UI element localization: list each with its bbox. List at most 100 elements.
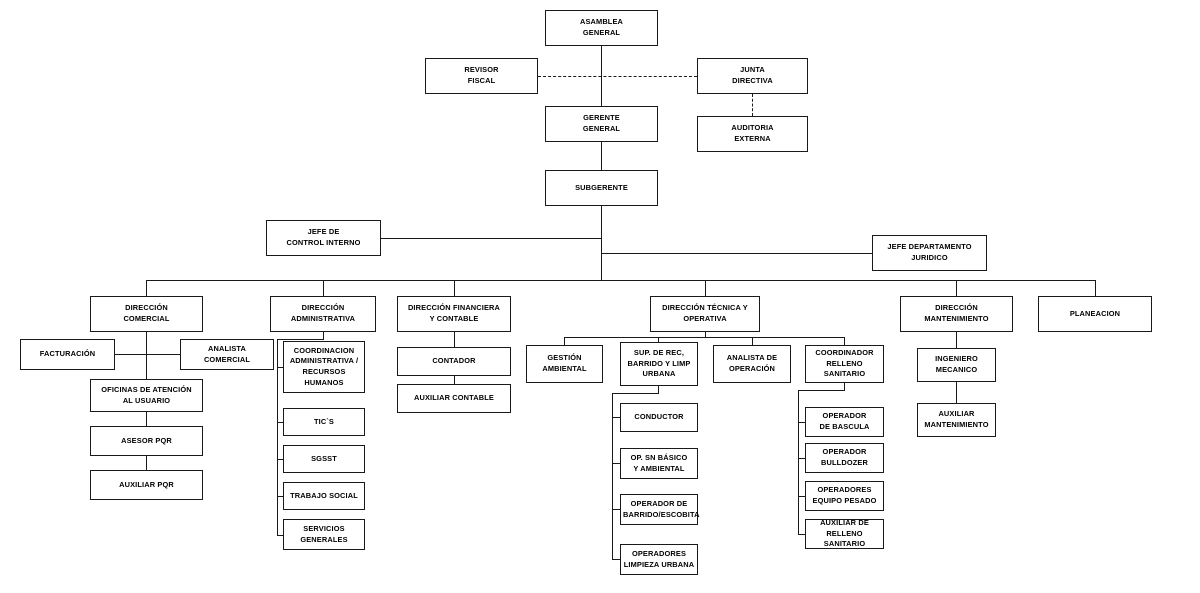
edge-administrativa-to-coordinacion xyxy=(277,367,284,369)
edge-junta-auditoria-dashed xyxy=(752,94,753,116)
edge-bus-to-planeacion xyxy=(1095,280,1097,296)
edge-jefe-control-interno-to-spine xyxy=(381,238,602,240)
edge-jefe-juridico-to-spine xyxy=(601,253,872,255)
node-contador[interactable]: CONTADOR xyxy=(397,347,511,376)
node-conductor[interactable]: CONDUCTOR xyxy=(620,403,698,432)
node-planeacion[interactable]: PLANEACION xyxy=(1038,296,1152,332)
edge-revisor-junta-dashed xyxy=(538,76,697,77)
edge-administrativa-to-trabajo-social xyxy=(277,496,284,498)
edge-comercial-spine xyxy=(146,332,148,379)
edge-subgerente-to-bus xyxy=(601,206,603,281)
edge-gerente-to-subgerente xyxy=(601,142,603,170)
node-tics[interactable]: TIC`S xyxy=(283,408,365,436)
edge-bus-to-direccion-comercial xyxy=(146,280,148,296)
edge-contador-to-auxiliar-contable xyxy=(454,376,456,384)
node-facturacion[interactable]: FACTURACIÓN xyxy=(20,339,115,370)
edge-bus-to-direccion-tecnica xyxy=(705,280,707,296)
edge-administrativa-bracket xyxy=(277,339,279,536)
edge-relleno-to-operadores-equipo-pesado xyxy=(798,496,806,498)
edge-tecnica-to-gestion-ambiental xyxy=(564,337,566,345)
edge-oficinas-to-asesor xyxy=(146,412,148,426)
node-label: TRABAJO SOCIAL xyxy=(290,490,358,500)
edge-coordinador-relleno-drop xyxy=(844,383,846,391)
node-label: ASESOR PQR xyxy=(121,435,172,445)
edge-coordinador-relleno-top-turn xyxy=(798,390,845,392)
node-sgsst[interactable]: SGSST xyxy=(283,445,365,473)
edge-coordinador-relleno-bracket xyxy=(798,390,800,534)
edge-financiera-to-contador xyxy=(454,332,456,347)
edge-tecnica-to-sup-rec xyxy=(658,337,660,342)
edge-mantenimiento-to-ingeniero xyxy=(956,332,958,348)
node-label: PLANEACION xyxy=(1069,308,1121,318)
edge-relleno-to-auxiliar-relleno xyxy=(798,534,806,536)
edge-sup-rec-to-operador-barrido xyxy=(612,509,621,511)
node-trabajo-social[interactable]: TRABAJO SOCIAL xyxy=(283,482,365,510)
node-auxiliar-pqr[interactable]: AUXILIAR PQR xyxy=(90,470,203,500)
edge-tecnica-bus xyxy=(564,337,845,339)
node-label: SGSST xyxy=(311,453,337,463)
edge-sup-rec-to-op-sn-basico xyxy=(612,463,621,465)
edge-administrativa-drop xyxy=(323,332,325,340)
node-asesor-pqr[interactable]: ASESOR PQR xyxy=(90,426,203,456)
edge-relleno-to-operador-bulldozer xyxy=(798,458,806,460)
edge-administrativa-top-turn xyxy=(277,339,324,341)
edge-asesor-to-auxiliar xyxy=(146,456,148,470)
edge-administrativa-to-sgsst xyxy=(277,459,284,461)
node-auxiliar-contable[interactable]: AUXILIAR CONTABLE xyxy=(397,384,511,413)
node-subgerente[interactable]: SUBGERENTE xyxy=(545,170,658,206)
edge-sup-rec-to-conductor xyxy=(612,417,621,419)
edge-sup-rec-drop xyxy=(658,386,660,394)
